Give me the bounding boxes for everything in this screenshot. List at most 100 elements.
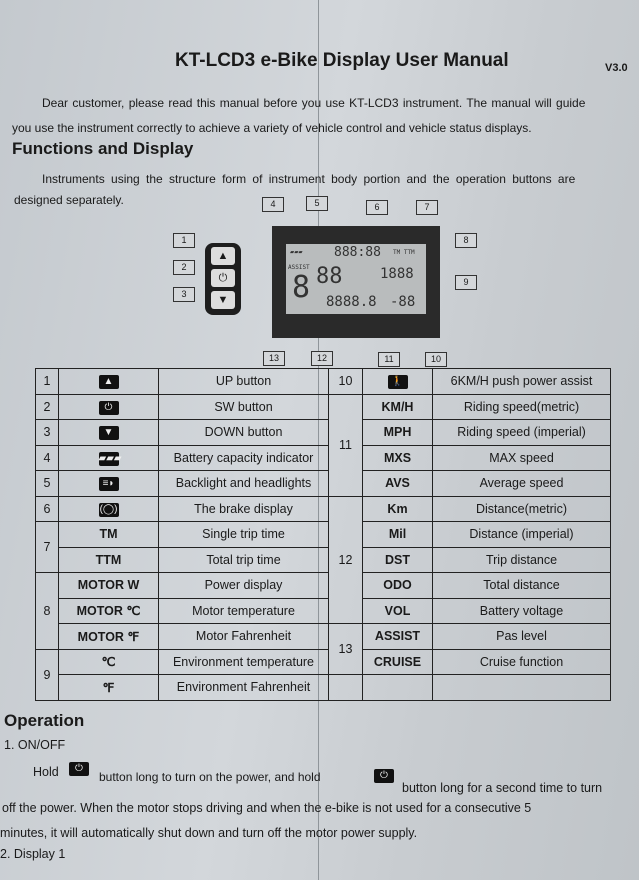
item-description: Trip distance: [432, 546, 611, 573]
item-description: Motor temperature: [158, 597, 329, 624]
lcd-display: ▰▰▰ 888:88 TM TTM ASSIST 8 88 1888 8888.…: [272, 226, 440, 338]
intro-line-2: you use the instrument correctly to achi…: [12, 121, 532, 135]
item-code: MPH: [362, 419, 433, 446]
lcd-trip-time-label: TM TTM: [393, 249, 415, 256]
item-code: ODO: [362, 572, 433, 599]
icon-cell: ≡◗: [58, 470, 159, 497]
item-description: Distance(metric): [432, 495, 611, 522]
callout-3: 3: [173, 287, 195, 302]
item-description: Environment Fahrenheit: [158, 674, 329, 701]
lcd-assist: ASSIST: [288, 264, 310, 271]
item-code: VOL: [362, 597, 433, 624]
power-icon: ⏻: [98, 400, 119, 415]
lcd-odo: 8888.8: [326, 294, 377, 310]
item-number: 2: [35, 393, 59, 420]
item-description: Power display: [158, 572, 329, 599]
lcd-assist-level: 8: [292, 270, 311, 305]
callout-13: 13: [263, 351, 285, 366]
item-number: 5: [35, 470, 59, 497]
item-description: Riding speed (imperial): [432, 419, 611, 446]
item-code: TM: [58, 521, 159, 548]
callout-1: 1: [173, 233, 195, 248]
item-code: Mil: [362, 521, 433, 548]
item-description: Total distance: [432, 572, 611, 599]
lcd-clock: 888:88: [334, 245, 381, 260]
item-description: MAX speed: [432, 444, 611, 471]
lcd-power: 1888: [380, 266, 414, 282]
intro-line-1: Dear customer, please read this manual b…: [42, 96, 586, 110]
up-button-icon: ▲: [211, 247, 235, 265]
item-number: 7: [35, 521, 59, 573]
item-description: Riding speed(metric): [432, 393, 611, 420]
item-code: Km: [362, 495, 433, 522]
item-code: ASSIST: [362, 623, 433, 650]
button-pad: ▲ ⏻ ▼: [205, 243, 241, 315]
item-code: MOTOR ℉: [58, 623, 159, 650]
callout-11: 11: [378, 352, 400, 367]
item-code: DST: [362, 546, 433, 573]
icon-cell: 🚶: [362, 368, 433, 395]
item-number: 3: [35, 419, 59, 446]
item-number: [328, 674, 363, 701]
up-arrow-icon: ▲: [98, 375, 119, 390]
item-code: MOTOR W: [58, 572, 159, 599]
item-number: 9: [35, 648, 59, 701]
item-description: The brake display: [158, 495, 329, 522]
icon-cell: ▲: [58, 368, 159, 395]
item-number: 13: [328, 623, 363, 675]
headlight-icon: ≡◗: [98, 477, 119, 492]
operation-text-2: off the power. When the motor stops driv…: [2, 801, 532, 815]
operation-heading: Operation: [4, 711, 85, 730]
functions-line-2: designed separately.: [14, 193, 124, 207]
item-number: 10: [328, 368, 363, 395]
battery-icon: ▰▰▰: [290, 248, 303, 256]
down-button-icon: ▼: [211, 291, 235, 309]
item-code: MXS: [362, 444, 433, 471]
icon-cell: ▼: [58, 419, 159, 446]
item-number: 6: [35, 495, 59, 522]
callout-8: 8: [455, 233, 477, 248]
version-label: V3.0: [605, 62, 628, 74]
item-code: AVS: [362, 470, 433, 497]
item-description: Cruise function: [432, 648, 611, 675]
walk-assist-icon: 🚶: [387, 375, 408, 390]
item-description: Backlight and headlights: [158, 470, 329, 497]
item-description: UP button: [158, 368, 329, 395]
callout-5: 5: [306, 196, 328, 211]
operation-text-1b: button long for a second time to turn: [402, 781, 603, 795]
battery-icon: ▰▰▰: [98, 451, 122, 466]
down-arrow-icon: ▼: [98, 426, 119, 441]
callout-6: 6: [366, 200, 388, 215]
item-description: Pas level: [432, 623, 611, 650]
power-icon: ⏻: [374, 769, 394, 783]
callout-7: 7: [416, 200, 438, 215]
power-button-icon: ⏻: [211, 269, 235, 287]
functions-line-1: Instruments using the structure form of …: [42, 172, 576, 186]
hold-label: Hold: [33, 765, 59, 779]
item-code: TTM: [58, 546, 159, 573]
item-description: Single trip time: [158, 521, 329, 548]
item-number: 8: [35, 572, 59, 650]
item-number: 11: [328, 393, 363, 497]
item-description: SW button: [158, 393, 329, 420]
icon-cell: (◯): [58, 495, 159, 522]
operation-text-1a: button long to turn on the power, and ho…: [99, 770, 321, 784]
item-description: Average speed: [432, 470, 611, 497]
icon-cell: ▰▰▰: [58, 444, 159, 471]
lcd-speed: 88: [316, 264, 343, 289]
item-description: Battery capacity indicator: [158, 444, 329, 471]
callout-10: 10: [425, 352, 447, 367]
item-description: [432, 674, 611, 701]
callout-9: 9: [455, 275, 477, 290]
